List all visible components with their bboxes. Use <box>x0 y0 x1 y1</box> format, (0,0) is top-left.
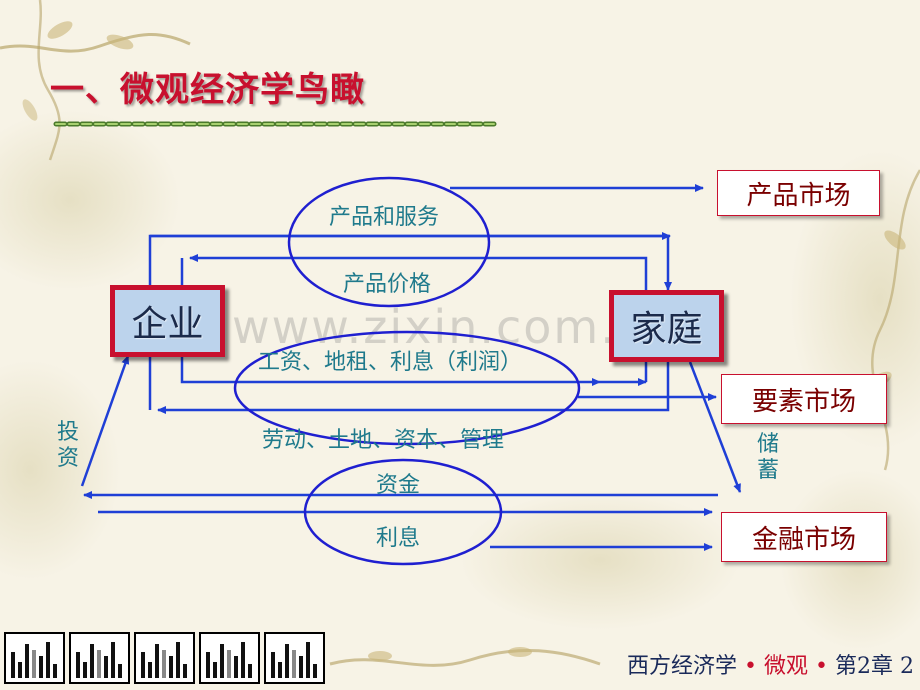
arrow-price-flow <box>189 254 648 290</box>
footer-page-number: 2 <box>900 654 914 679</box>
label-products-services: 产品和服务 <box>329 205 440 230</box>
bar-chart-icon <box>69 632 130 684</box>
footer-part: 微观 <box>764 654 809 679</box>
goods-market-ellipse <box>287 176 491 308</box>
watermark: www.zixin.com.cn <box>232 300 676 354</box>
bar-chart-icon <box>4 632 65 684</box>
label-factors: 劳动、土地、资本、管理 <box>262 428 505 453</box>
label-income: 工资、地租、利息（利润） <box>258 350 523 375</box>
bar-chart-icon <box>264 632 325 684</box>
label-interest: 利息 <box>376 526 421 551</box>
financial-market-ellipse <box>303 458 503 566</box>
arrow-investment <box>80 355 130 487</box>
footer-chapter: 第2章 <box>835 654 893 679</box>
factor-market-ellipse <box>233 330 581 446</box>
arrow-income-flow <box>180 356 601 386</box>
bar-chart-icon <box>134 632 195 684</box>
node-factor-market: 要素市场 <box>721 374 887 424</box>
node-firm: 企业 <box>110 285 225 357</box>
footer-course: 西方经济学 <box>627 654 738 679</box>
slide-title: 一、微观经济学鸟瞰 <box>50 70 365 110</box>
arrow-factor-flow <box>157 362 670 414</box>
slide-footer: 西方经济学 • 微观 • 第2章 2 <box>627 648 914 680</box>
node-financial-market: 金融市场 <box>721 512 887 562</box>
label-product-price: 产品价格 <box>343 272 432 297</box>
arrow-savings <box>688 361 742 493</box>
node-household: 家庭 <box>609 290 724 362</box>
footer-separator: • <box>744 654 757 679</box>
label-investment: 投资 <box>56 420 79 471</box>
footer-separator: • <box>815 654 828 679</box>
label-capital: 资金 <box>376 473 421 498</box>
bar-chart-icon <box>199 632 260 684</box>
label-savings: 储蓄 <box>756 432 779 483</box>
node-product-market: 产品市场 <box>717 170 880 216</box>
icon-strip <box>4 632 325 684</box>
